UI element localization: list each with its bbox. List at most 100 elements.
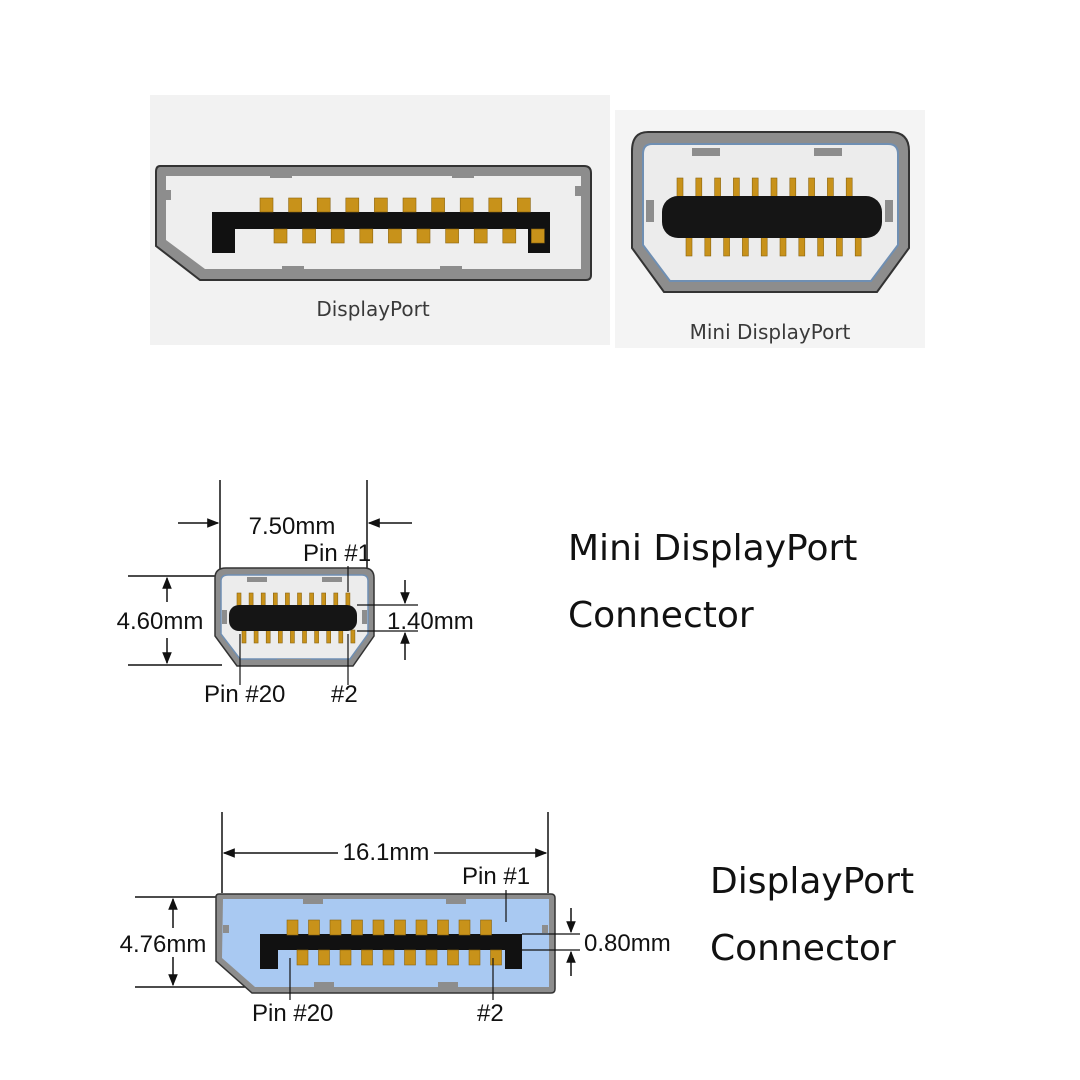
dp-pin2-label: #2 (477, 1000, 504, 1027)
pin (333, 592, 339, 607)
pin (827, 177, 834, 199)
pin (382, 949, 395, 966)
pin (445, 228, 459, 244)
pin (290, 629, 295, 644)
mini-pin1-label: Pin #1 (303, 540, 371, 567)
pin (742, 235, 749, 257)
pin (779, 235, 787, 257)
pin (351, 919, 363, 936)
pin (836, 235, 843, 257)
top-mini-upper-pins (676, 177, 853, 199)
pin (361, 949, 373, 966)
pin (714, 177, 721, 199)
pin (770, 177, 778, 199)
pin (272, 592, 278, 607)
pin (288, 197, 302, 213)
mini-displayport-title: Mini DisplayPort (568, 528, 857, 569)
pin (388, 228, 402, 244)
pin (286, 919, 299, 936)
pin (402, 197, 417, 213)
dp-pin1-label: Pin #1 (462, 863, 530, 890)
pin (326, 629, 332, 644)
dp-height-dimension: 4.76mm (120, 931, 207, 958)
top-photo-panel: DisplayPort Mini DisplayPort (150, 95, 925, 348)
dp-diagram-lower-pins (296, 949, 502, 966)
mini-displayport-subtitle: Connector (568, 595, 754, 636)
dp-pin-gap-dimension: 0.80mm (584, 930, 671, 957)
pin (308, 919, 320, 936)
pin (723, 235, 730, 257)
top-dp-lower-pins (273, 228, 545, 244)
pin (404, 949, 416, 966)
pin (330, 228, 345, 244)
pin (760, 235, 768, 257)
pin (416, 228, 431, 244)
mini-width-dimension: 7.50mm (249, 513, 336, 540)
pin (316, 197, 331, 213)
pin (273, 228, 288, 244)
pin (480, 919, 492, 936)
pin (817, 235, 824, 257)
pin (236, 592, 242, 607)
mini-pin2-label: #2 (331, 681, 358, 708)
dp-diagram-upper-pins (286, 919, 492, 936)
dp-pin20-label: Pin #20 (252, 1000, 333, 1027)
pin (309, 592, 314, 607)
pin (329, 919, 342, 936)
pin (260, 592, 266, 607)
pin (695, 177, 703, 199)
displayport-receptacle-top (155, 165, 592, 281)
pin (437, 919, 449, 936)
pin (845, 177, 853, 199)
displayport-caption: DisplayPort (316, 297, 430, 321)
pin (431, 197, 445, 213)
pin (296, 949, 309, 966)
displayport-title: DisplayPort (710, 861, 914, 902)
mini-displayport-receptacle-top (631, 131, 910, 293)
pin (685, 235, 693, 257)
dp-diagram-tongue (260, 934, 522, 969)
pin (321, 592, 327, 607)
top-dp-upper-pins (259, 197, 531, 213)
pin (459, 197, 474, 213)
pin (372, 919, 385, 936)
pin (359, 228, 374, 244)
pin (314, 629, 319, 644)
pin (265, 629, 271, 644)
pin (468, 949, 481, 966)
pin (789, 177, 797, 199)
pin (374, 197, 388, 213)
pin (490, 949, 502, 966)
pin (253, 629, 259, 644)
displayport-dimension-diagram: 16.1mm 4.76mm 0.80mm Pin #1 Pin #20 #2 (120, 812, 671, 1027)
mini-height-dimension: 4.60mm (117, 608, 204, 635)
pin (302, 629, 307, 644)
mini-displayport-dimension-diagram: 7.50mm 4.60mm 1.40mm Pin #1 Pin #20 #2 (117, 480, 474, 708)
pin (808, 177, 815, 199)
pin (854, 235, 862, 257)
pin (751, 177, 759, 199)
pin (394, 919, 406, 936)
pin (425, 949, 438, 966)
pin (502, 228, 517, 244)
pin (277, 629, 283, 644)
pin (350, 629, 356, 644)
pin (733, 177, 740, 199)
pin (676, 177, 684, 199)
pin (339, 949, 352, 966)
pin (415, 919, 428, 936)
pin (345, 197, 360, 213)
pin (285, 592, 290, 607)
pin (302, 228, 316, 244)
mini-diagram-tongue (229, 605, 357, 631)
mini-pin-gap-dimension: 1.40mm (387, 608, 474, 635)
mini-displayport-caption: Mini DisplayPort (690, 320, 851, 344)
pin (531, 228, 545, 244)
mini-pin20-label: Pin #20 (204, 681, 285, 708)
pin (318, 949, 330, 966)
pin (297, 592, 302, 607)
pin (345, 592, 351, 607)
top-mini-lower-pins (685, 235, 862, 257)
dp-width-dimension: 16.1mm (343, 839, 430, 866)
